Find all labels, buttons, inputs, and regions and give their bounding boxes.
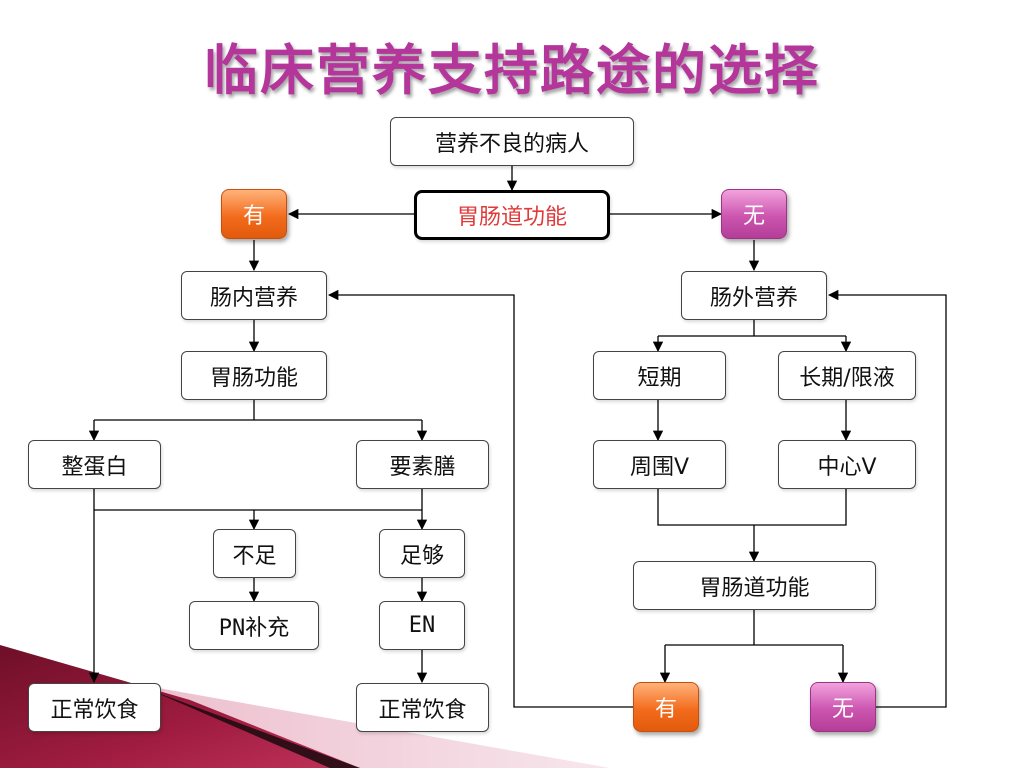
node-insufficient: 不足	[213, 529, 296, 578]
node-whole-protein: 整蛋白	[28, 440, 161, 489]
node-gi-function-left: 胃肠功能	[181, 351, 327, 400]
node-pn-supplement: PN补充	[189, 601, 319, 650]
node-en: EN	[379, 601, 465, 650]
node-yes-bottom: 有	[633, 682, 699, 732]
edge-no-back-parenteral	[827, 289, 947, 708]
node-sufficient: 足够	[379, 529, 465, 578]
node-central-v: 中心V	[778, 440, 916, 489]
page-title: 临床营养支持路途的选择	[204, 39, 820, 102]
node-no-bottom: 无	[810, 682, 876, 732]
deco-dark-band	[150, 690, 360, 768]
node-normal-diet-left: 正常饮食	[28, 683, 161, 732]
edge-merge-bar	[94, 489, 423, 511]
edge-gifunc-split	[94, 400, 422, 421]
node-yes-top: 有	[221, 189, 287, 239]
node-peripheral-v: 周围V	[593, 440, 726, 489]
node-normal-diet-mid: 正常饮食	[356, 683, 489, 732]
node-gi-function-right: 胃肠道功能	[633, 561, 876, 610]
node-enteral-nutrition: 肠内营养	[181, 271, 327, 320]
edge-yes-back-enteral	[327, 289, 633, 708]
node-elemental-diet: 要素膳	[356, 440, 489, 489]
edge-gifunc-right-split	[665, 610, 843, 646]
node-malnourished-patient: 营养不良的病人	[390, 117, 634, 166]
node-short-term: 短期	[593, 351, 726, 400]
edge-parenteral-split	[658, 320, 846, 337]
edge-v-merge	[657, 489, 847, 526]
node-long-term: 长期/限液	[778, 351, 916, 400]
node-no-top: 无	[721, 189, 787, 239]
node-gi-function-top: 胃肠道功能	[414, 190, 610, 240]
node-parenteral-nutrition: 肠外营养	[681, 271, 827, 320]
